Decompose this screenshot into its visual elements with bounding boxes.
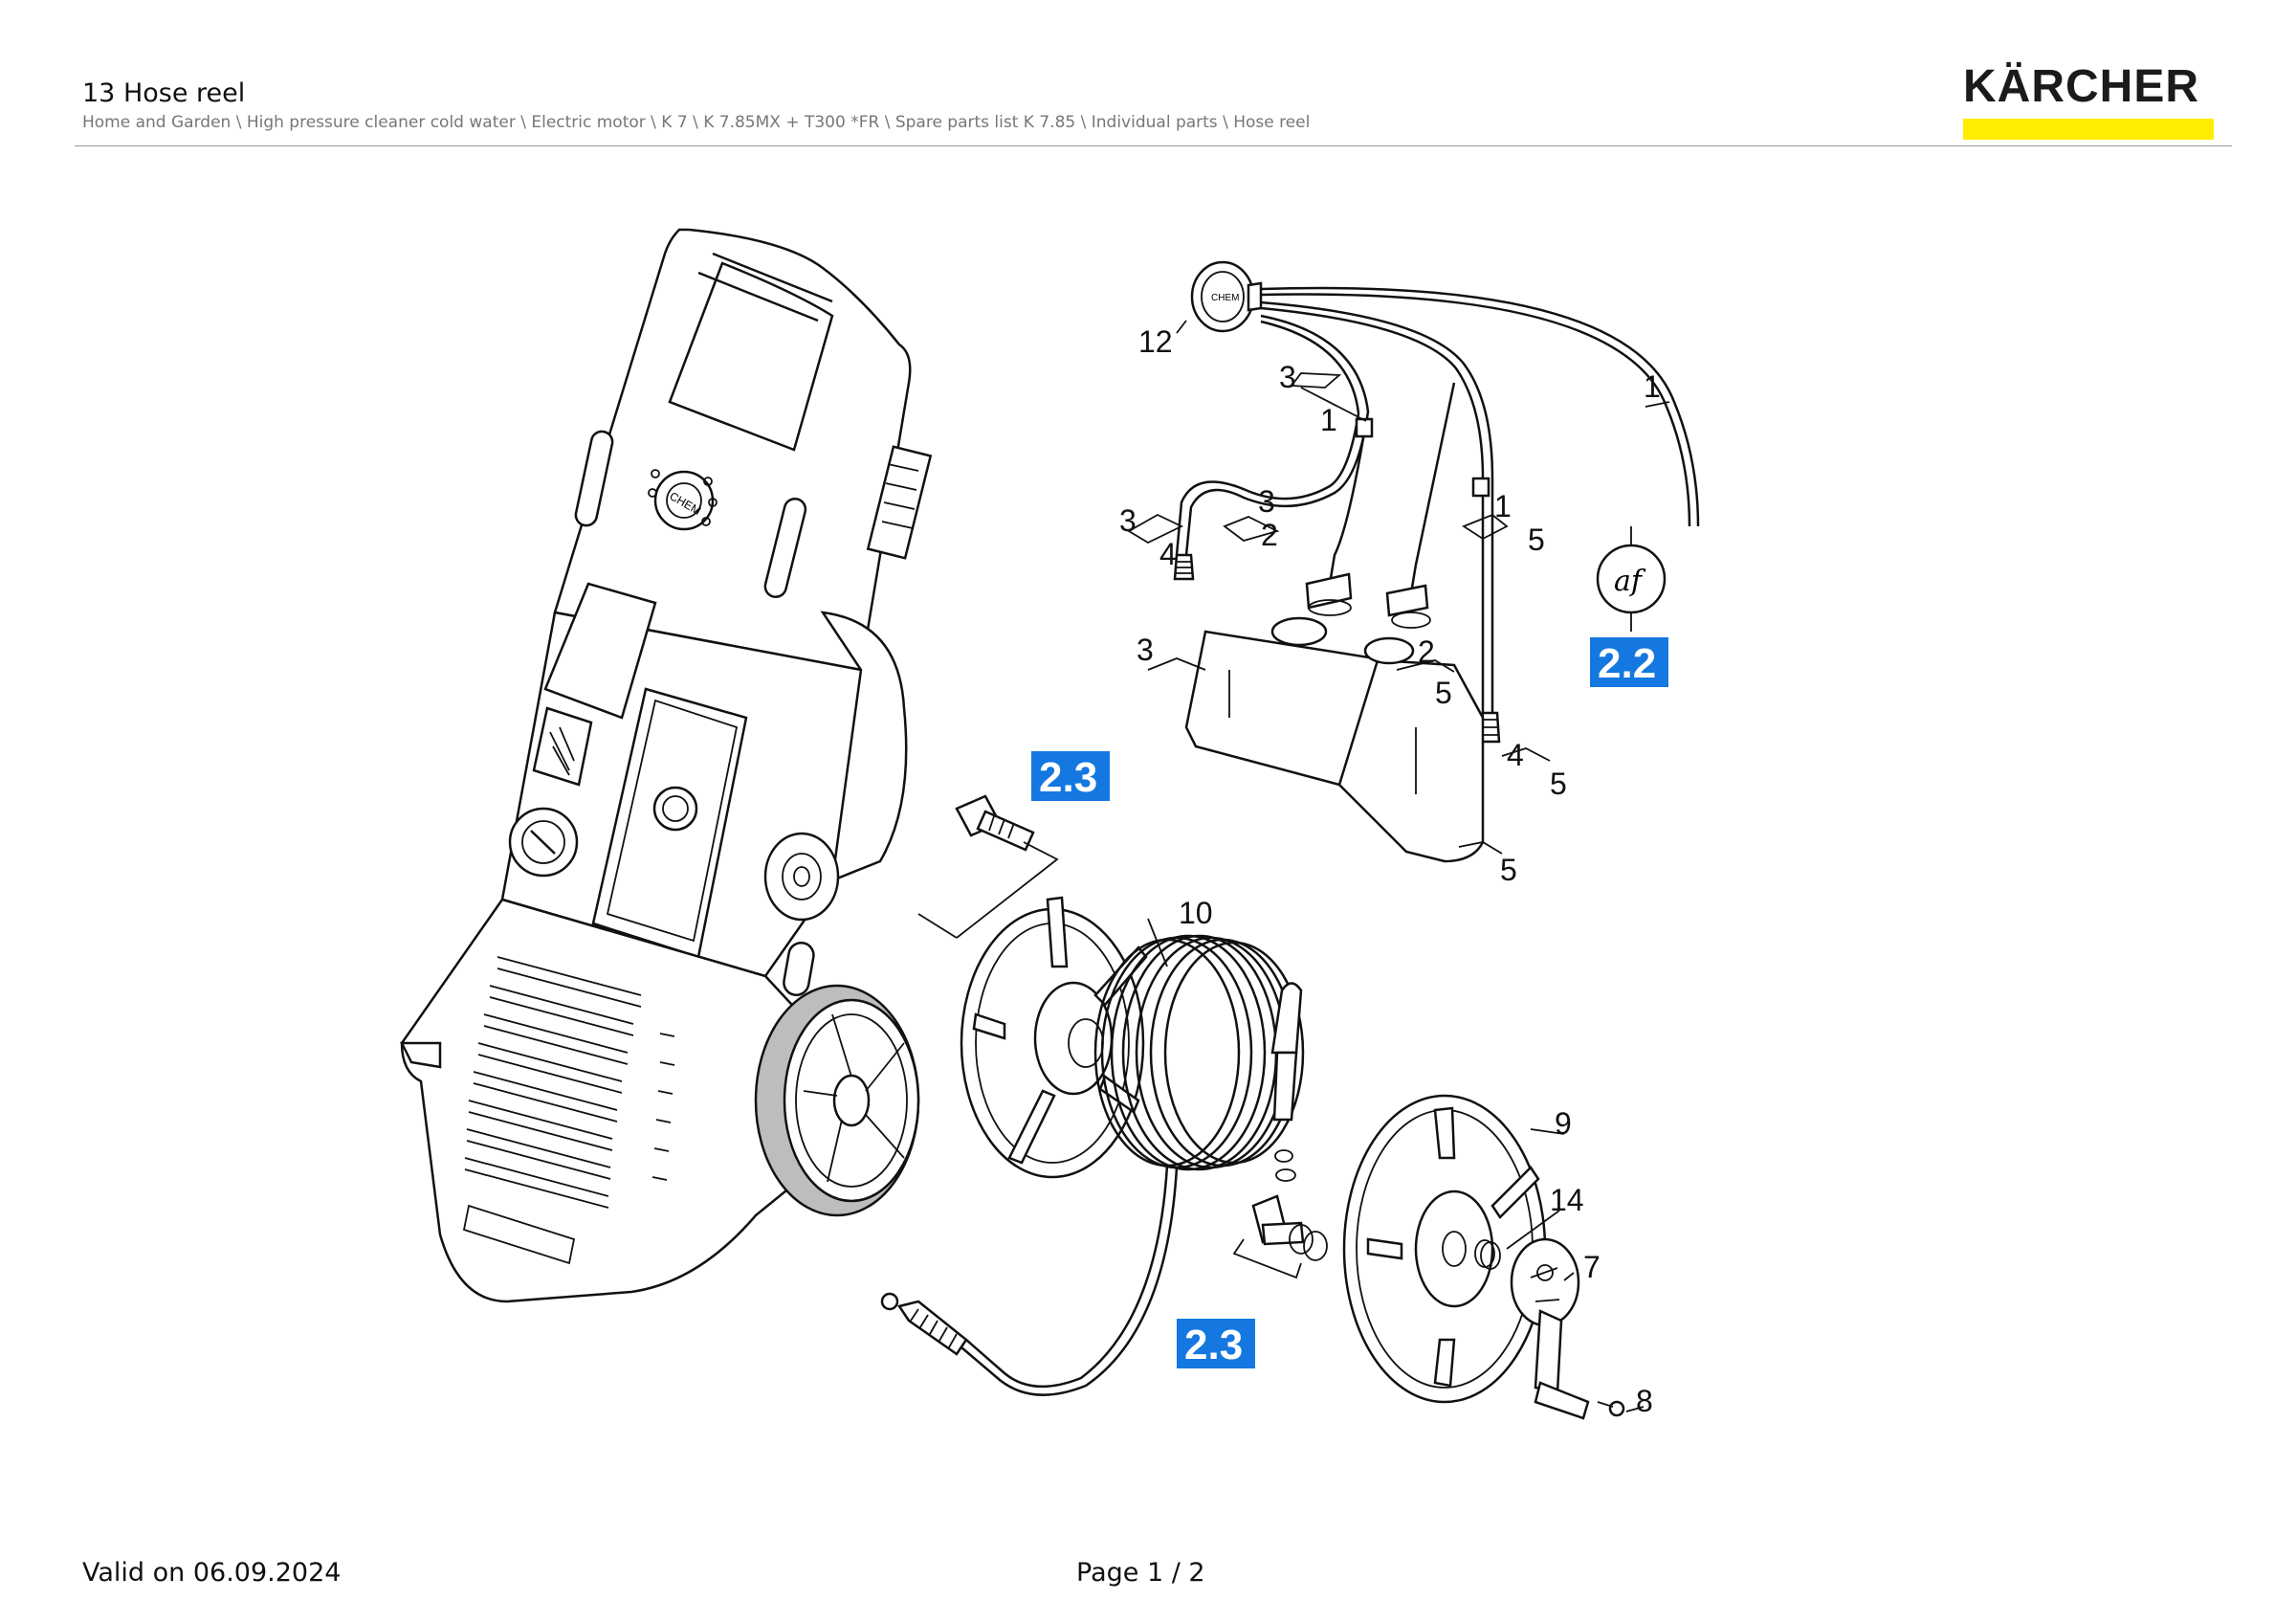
detergent-system: CHEM af: [1173, 260, 1700, 863]
part-label-2: 2: [1418, 634, 1435, 669]
leader-lines: [1127, 320, 1670, 1412]
hose-connector-part: [917, 794, 1059, 939]
part-label-3: 3: [1119, 503, 1137, 538]
reel-disc: [1342, 1094, 1547, 1404]
panel-chem-label-2: CHEM: [1211, 293, 1239, 303]
part-label-12: 12: [1138, 324, 1173, 359]
ref-badge-2-3-lower-label: 2.3: [1184, 1322, 1243, 1368]
af-symbol-text: af: [1614, 565, 1646, 598]
ref-badge-2-3-upper[interactable]: 2.3: [1031, 751, 1110, 801]
part-label-1: 1: [1644, 369, 1661, 404]
page-title: 13 Hose reel: [82, 78, 246, 108]
footer-valid-date: Valid on 06.09.2024: [82, 1558, 342, 1588]
part-labels: 12 3 1 1 3 2 3 4 1 5 3 2 5 4 5 5 10 9 14…: [1119, 324, 1661, 1418]
part-label-5: 5: [1500, 853, 1517, 887]
part-label-1: 1: [1320, 403, 1337, 437]
part-label-14: 14: [1550, 1183, 1584, 1217]
ref-badge-2-2-label: 2.2: [1598, 640, 1656, 687]
crank-handle: [1510, 1237, 1625, 1420]
ref-badge-2-3-lower[interactable]: 2.3: [1177, 1319, 1255, 1368]
part-label-3: 3: [1258, 484, 1275, 519]
footer-page-number: Page 1 / 2: [1076, 1558, 1205, 1588]
part-label-5: 5: [1528, 522, 1545, 557]
part-label-5: 5: [1550, 767, 1567, 801]
logo-text: KÄRCHER: [1963, 61, 2199, 112]
part-label-1: 1: [1494, 489, 1512, 523]
part-label-3: 3: [1279, 360, 1296, 394]
karcher-logo: KÄRCHER: [1963, 63, 2214, 140]
part-label-9: 9: [1555, 1106, 1572, 1141]
part-label-2: 2: [1261, 518, 1278, 552]
part-label-7: 7: [1583, 1250, 1601, 1284]
ref-badge-2-2[interactable]: 2.2: [1590, 637, 1668, 687]
main-wheel: [754, 984, 920, 1217]
coiled-hose: [880, 934, 1305, 1396]
part-label-5: 5: [1435, 676, 1452, 710]
logo-yellow-bar: [1963, 119, 2214, 140]
part-label-8: 8: [1636, 1384, 1653, 1418]
part-label-4: 4: [1507, 738, 1524, 772]
breadcrumb: Home and Garden \ High pressure cleaner …: [82, 113, 1311, 132]
part-label-3: 3: [1137, 633, 1154, 667]
part-label-4: 4: [1159, 537, 1177, 571]
part-label-10: 10: [1179, 896, 1213, 930]
ref-badge-2-3-upper-label: 2.3: [1039, 754, 1097, 801]
t-fitting-part: [1232, 1194, 1328, 1279]
exploded-parts-diagram: CHEM: [399, 228, 1700, 1420]
pressure-washer-body: CHEM: [399, 228, 933, 1303]
header-divider: [75, 145, 2232, 146]
